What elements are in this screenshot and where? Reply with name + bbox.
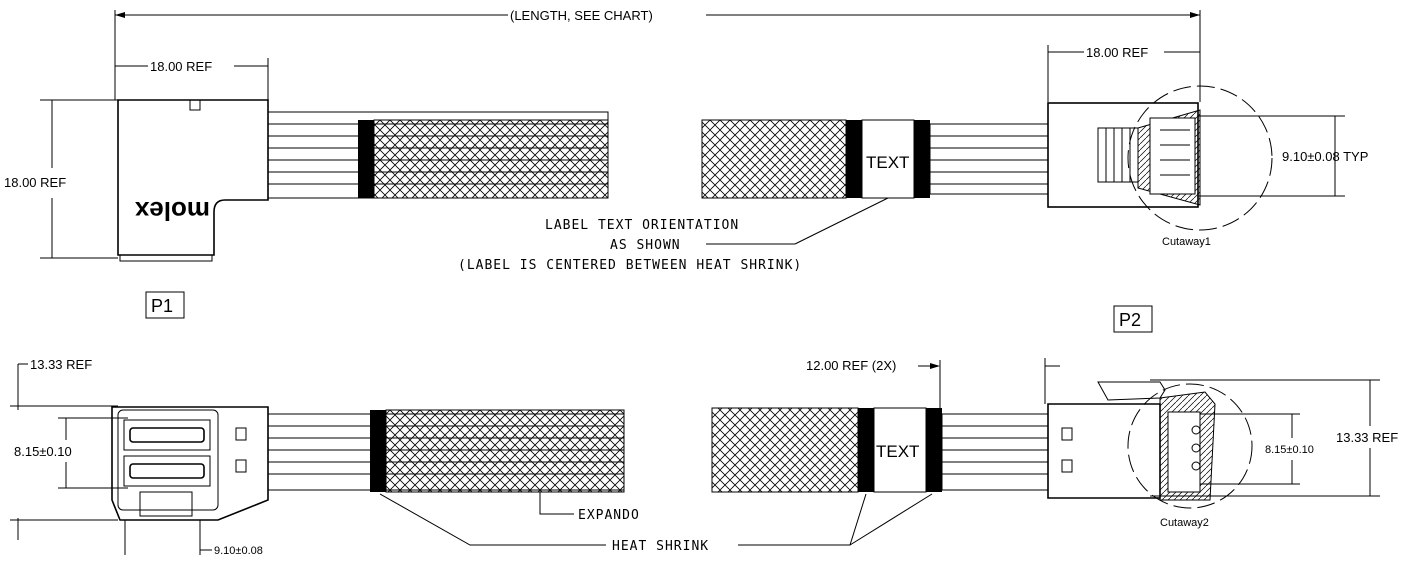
- p2-ref-label: 18.00 REF: [1086, 45, 1148, 60]
- p1-pitch-dimension: 8.15±0.10: [14, 417, 128, 489]
- p2-connector-bottom: Cutaway2: [1044, 358, 1253, 529]
- p2-connector-top: Cutaway1: [1047, 85, 1273, 248]
- marker-p2: P2: [1113, 305, 1153, 333]
- p1-bottom-ref-label: 13.33 REF: [30, 357, 92, 372]
- p1-ribbon-bottom: [267, 409, 625, 493]
- p2-ribbon-top: TEXT: [701, 119, 1049, 199]
- marker-p1: P1: [145, 291, 185, 319]
- length-label: (LENGTH, SEE CHART): [510, 8, 653, 23]
- p2-ref-dimension: 18.00 REF: [1047, 45, 1201, 102]
- p1-ribbon-top: [267, 111, 609, 199]
- p2-pitch-label: 8.15±0.10: [1265, 444, 1314, 456]
- p2-typ-label: 9.10±0.08 TYP: [1282, 149, 1368, 164]
- p2-ref-bottom-dimension: 13.33 REF: [1150, 379, 1398, 497]
- p1-bottom-ref-dimension: 13.33 REF: [10, 357, 118, 540]
- label-text: TEXT: [876, 442, 919, 461]
- label-text: TEXT: [866, 153, 909, 172]
- p1-connector-bottom: 9.10±0.08: [111, 406, 269, 557]
- heat-shrink-band: [846, 120, 862, 198]
- p1-ref-label: 18.00 REF: [150, 59, 212, 74]
- length-dimension: (LENGTH, SEE CHART): [114, 8, 1201, 100]
- heat-shrink-band: [914, 120, 930, 198]
- expando-note: EXPANDO: [539, 492, 640, 523]
- heat-shrink-band: [358, 120, 374, 198]
- p2-pitch-dimension: 8.15±0.10: [1200, 413, 1314, 485]
- p2-typ-dimension: 9.10±0.08 TYP: [1198, 115, 1368, 197]
- heat-shrink-band: [858, 408, 874, 492]
- port-slot: [129, 427, 205, 443]
- p1-ref-dimension: 18.00 REF: [115, 58, 269, 100]
- heat-shrink-note: HEAT SHRINK: [379, 493, 933, 554]
- p2-ref-bottom-label: 13.33 REF: [1336, 430, 1398, 445]
- shrink-ref-label: 12.00 REF (2X): [806, 358, 896, 373]
- heat-shrink-band: [926, 408, 942, 492]
- p1-connector-top: molex: [117, 99, 269, 262]
- port-slot: [129, 463, 205, 479]
- expando-label: EXPANDO: [578, 508, 640, 523]
- svg-text:P2: P2: [1119, 310, 1141, 330]
- p2-ribbon-bottom: TEXT: [711, 407, 1049, 493]
- label-note: LABEL TEXT ORIENTATION AS SHOWN (LABEL I…: [458, 197, 889, 273]
- heat-shrink-label: HEAT SHRINK: [612, 539, 709, 554]
- note-line-2: AS SHOWN: [610, 238, 681, 253]
- p1-height-label: 18.00 REF: [4, 175, 66, 190]
- brand-logo: molex: [134, 196, 210, 226]
- note-line-3: (LABEL IS CENTERED BETWEEN HEAT SHRINK): [458, 258, 802, 273]
- cutaway2-label: Cutaway2: [1160, 517, 1209, 529]
- heat-shrink-band: [370, 410, 386, 492]
- note-line-1: LABEL TEXT ORIENTATION: [545, 218, 739, 233]
- p1-height-dimension: 18.00 REF: [4, 99, 118, 259]
- svg-text:P1: P1: [151, 296, 173, 316]
- p1-pitch-label: 8.15±0.10: [14, 444, 72, 459]
- p1-width-label: 9.10±0.08: [214, 545, 263, 557]
- shrink-ref-dimension: 12.00 REF (2X): [806, 358, 941, 408]
- cutaway1-label: Cutaway1: [1162, 236, 1211, 248]
